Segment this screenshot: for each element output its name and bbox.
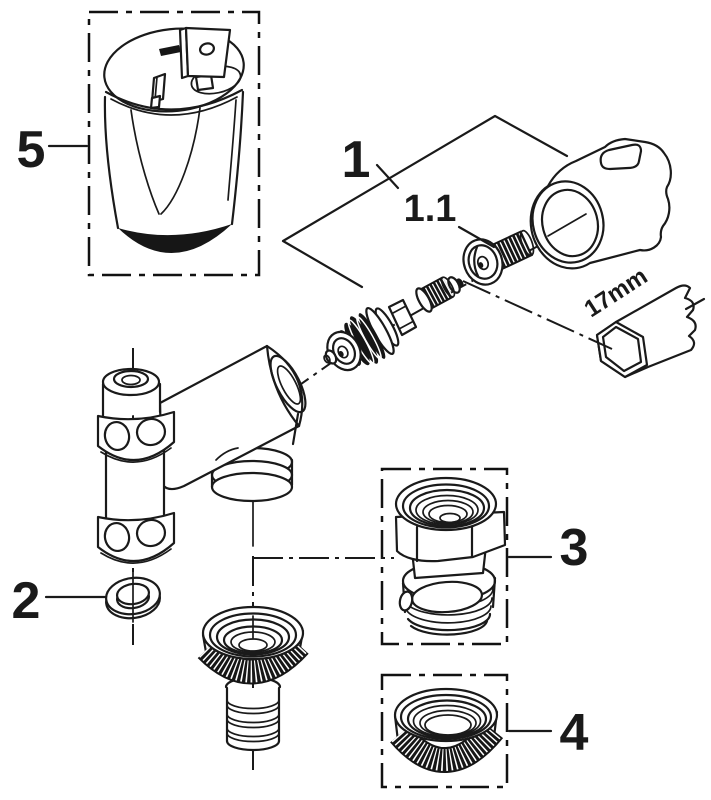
valve-tube-outlet-crease [291, 412, 300, 446]
part2-washer [105, 569, 161, 623]
part1-sleeve-cap [529, 137, 672, 270]
hex-socket-tool [462, 280, 706, 379]
part4-ring-nut [390, 687, 504, 773]
part5-cover-cap [103, 26, 245, 254]
part1-1-screw [462, 229, 535, 286]
labels: 5 1 1.1 2 3 4 17mm [12, 121, 653, 762]
part4-label: 4 [560, 704, 589, 762]
valve-vertical-column [96, 367, 176, 564]
part1-cartridge [323, 276, 464, 372]
part4-box [380, 673, 509, 789]
sleeve-top-window [599, 143, 643, 171]
part3-adapter [394, 476, 507, 636]
part2-label: 2 [12, 572, 41, 630]
part-boxes [87, 10, 509, 789]
part1-sub-label: 1.1 [404, 188, 457, 230]
part3-label: 3 [560, 519, 589, 577]
cap-base-ring [118, 224, 232, 254]
socket-hex-face [595, 320, 649, 379]
part1-leader [375, 163, 400, 190]
hose-union-connector [197, 605, 309, 752]
axis-lines [132, 214, 599, 774]
valve-outlet-thread [210, 446, 294, 503]
part5-label: 5 [17, 121, 46, 179]
hose-union-nut [197, 605, 309, 685]
valve-body [96, 344, 307, 564]
part1-sub-leader [457, 225, 496, 249]
cap-key [178, 26, 232, 92]
socket-reference-line [462, 280, 613, 350]
part3-box [380, 467, 509, 646]
part5-box [87, 10, 261, 277]
leader-lines [44, 114, 569, 733]
part1-label: 1 [342, 131, 371, 189]
